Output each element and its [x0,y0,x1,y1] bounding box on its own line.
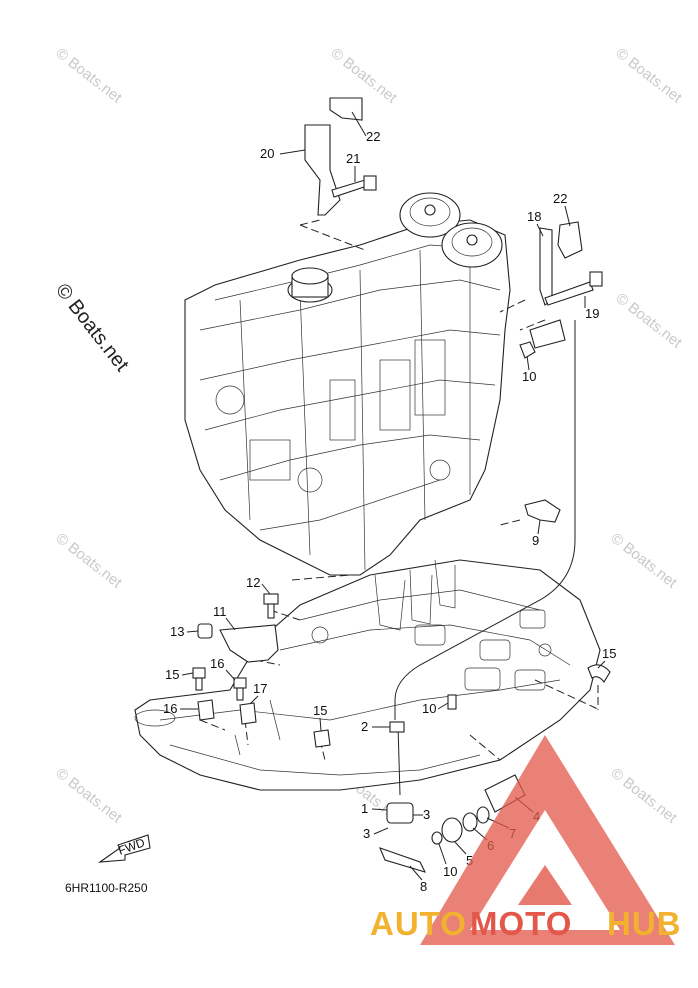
parts: FWD [98,97,611,873]
callout-3: 3 [363,826,370,841]
callout-14: 13 [170,624,184,639]
watermark: © Boats.net [53,530,126,592]
callout-3: 3 [423,807,430,822]
callout-12: 11 [213,604,227,619]
callout-11: 10 [422,701,436,716]
callout-5: 5 [466,853,473,868]
fwd-arrow-icon [98,834,151,863]
callout-10: 10 [443,864,457,879]
diagram-code: 6HR1100-R250 [65,881,148,895]
watermark: © Boats.net [608,765,681,827]
logo-text-hub: HUB [607,905,682,942]
logo-text-auto: AUTO [370,905,467,942]
hose-routing [199,219,601,796]
callout-20: 20 [260,146,274,161]
callout-13: 12 [246,575,260,590]
watermark-large: © Boats.net [51,280,133,376]
watermark: © Boats.net [613,45,686,107]
callout-15: 15 [313,703,327,718]
callout-2: 2 [361,719,368,734]
callout-15: 15 [602,646,616,661]
callout-9: 9 [532,533,539,548]
logo-triangle-core [518,865,572,905]
automotohub-logo: AUTO MOTO HUB [370,735,682,945]
logo-text-moto: MOTO [470,905,572,942]
callout-1: 1 [361,801,368,816]
callout-19: 19 [585,306,599,321]
fwd-label: FWD [116,835,147,858]
callout-18: 18 [527,209,541,224]
watermark: © Boats.net [53,45,126,107]
callout-16: 16 [163,701,177,716]
watermark: © Boats.net [613,290,686,352]
watermark: © Boats.net [53,765,126,827]
callout-21: 21 [346,151,360,166]
watermark: © Boats.net [608,530,681,592]
callout-8: 8 [420,879,427,894]
callout-22: 22 [553,191,567,206]
callout-16: 17 [253,681,267,696]
engine-block [184,192,511,576]
callouts: 20 22 21 18 22 19 10 9 12 11 13 15 16 16… [163,111,616,894]
callout-10: 10 [522,369,536,384]
callout-17: 15 [165,667,179,682]
callout-22: 22 [366,129,380,144]
callout-17: 16 [210,656,224,671]
